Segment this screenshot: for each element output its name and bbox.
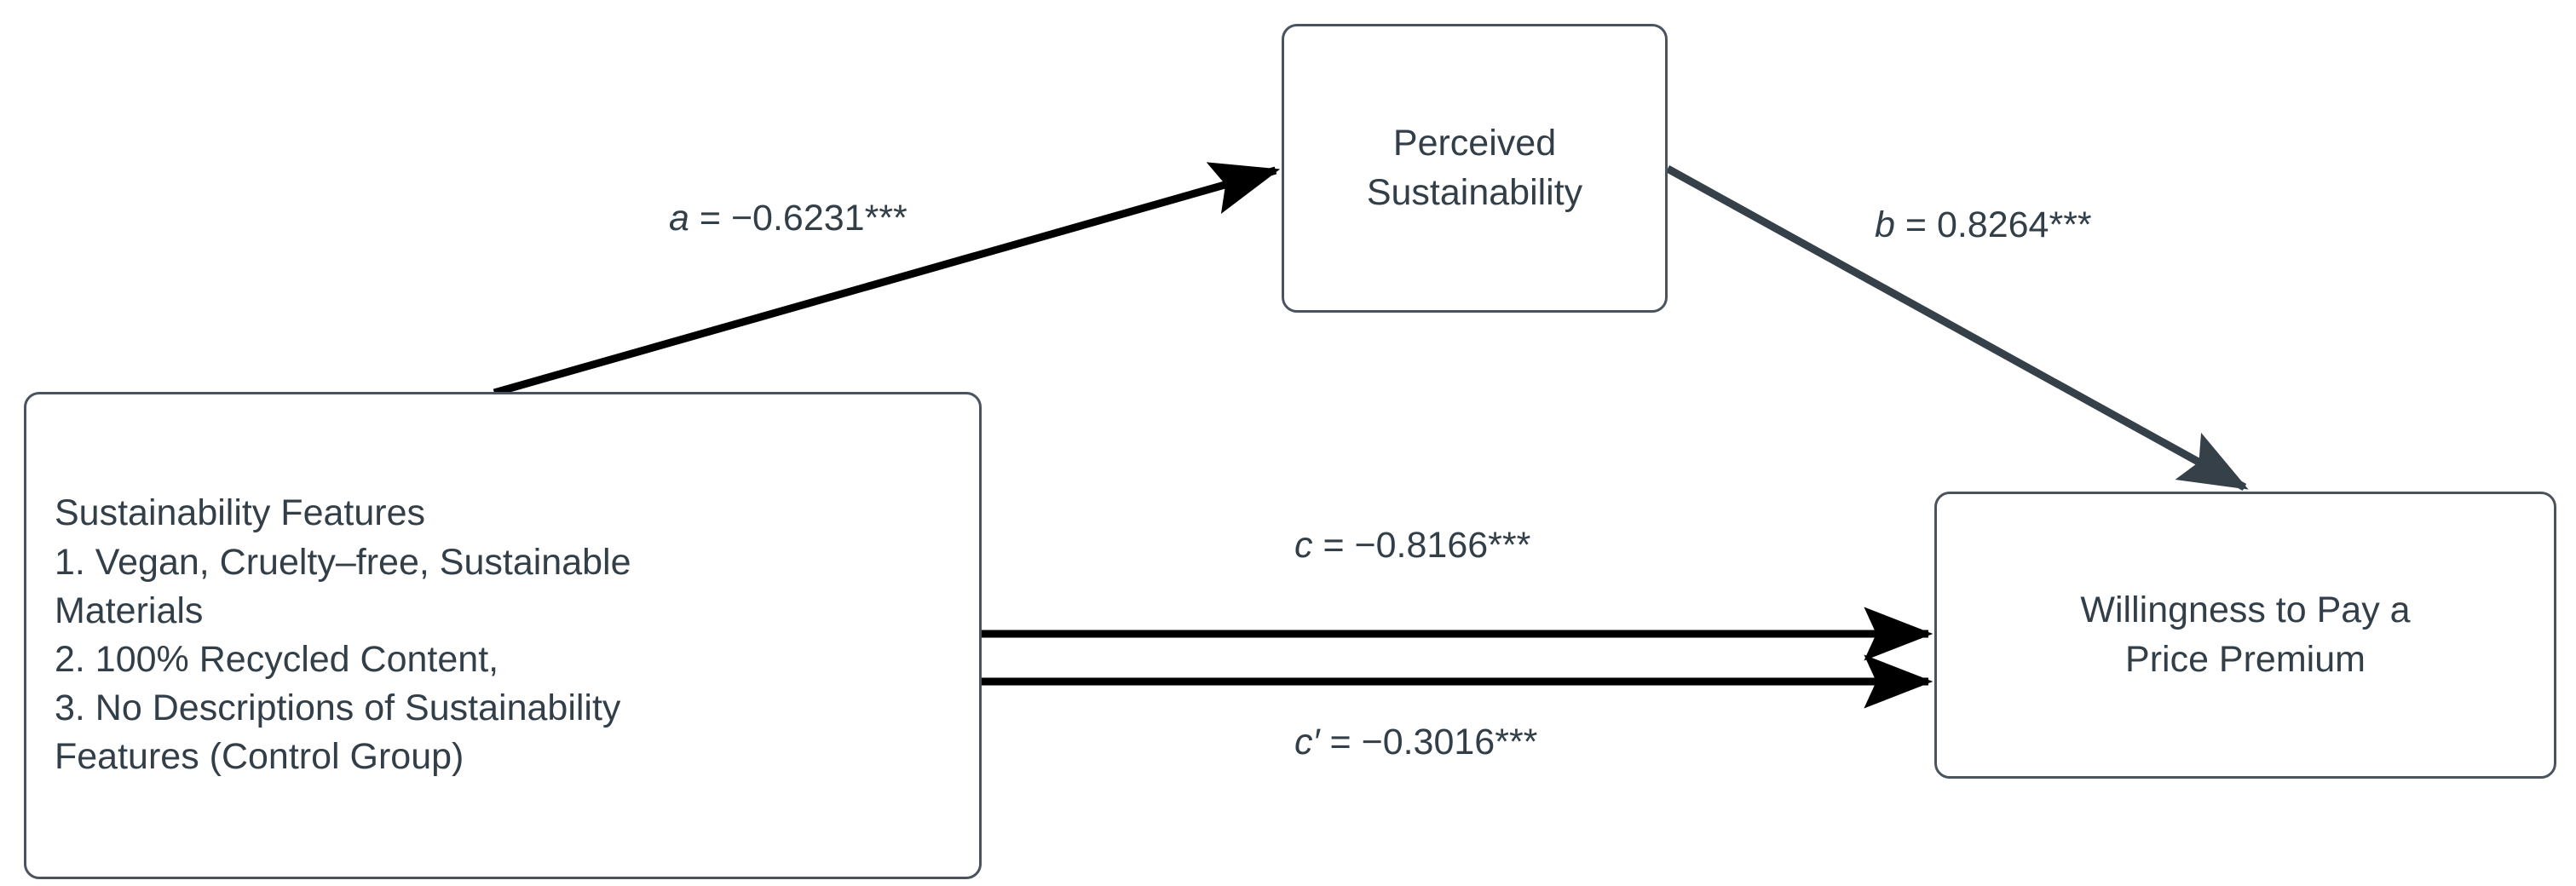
path-a-label: a = −0.6231*** [669,198,908,239]
path-c-equals: = [1312,525,1355,566]
path-a-significance: *** [864,198,908,239]
path-c-value: −0.8166 [1354,525,1489,566]
path-b-coefficient-name: b [1875,204,1895,245]
path-b-equals: = [1894,204,1937,245]
path-c-prime-coefficient-name: c′ [1294,722,1320,762]
path-a-coefficient-name: a [669,198,689,239]
path-b-label: b = 0.8264*** [1875,204,2092,246]
node-sustainability-features: Sustainability Features 1. Vegan, Cruelt… [24,392,982,879]
node-perceived-sustainability-label: Perceived Sustainability [1366,123,1583,213]
path-c-prime-significance: *** [1495,722,1538,762]
path-c-label: c = −0.8166*** [1294,525,1530,567]
path-a-value: −0.6231 [730,198,865,239]
path-b-arrow [1665,165,2249,491]
path-c-prime-label: c′ = −0.3016*** [1294,722,1537,763]
path-c-prime-value: −0.3016 [1361,722,1495,762]
node-willingness-to-pay: Willingness to Pay a Price Premium [1934,492,2556,779]
node-willingness-to-pay-label: Willingness to Pay a Price Premium [2080,590,2411,680]
path-c-prime-equals: = [1319,722,1362,762]
path-c-significance: *** [1488,525,1531,566]
path-b-significance: *** [2049,204,2092,245]
node-sustainability-features-label: Sustainability Features 1. Vegan, Cruelt… [55,492,631,778]
path-a-equals: = [689,198,731,239]
path-a-arrow [493,162,1281,397]
path-c-coefficient-name: c [1294,525,1313,566]
node-perceived-sustainability: Perceived Sustainability [1282,24,1668,313]
path-b-value: 0.8264 [1936,204,2049,245]
